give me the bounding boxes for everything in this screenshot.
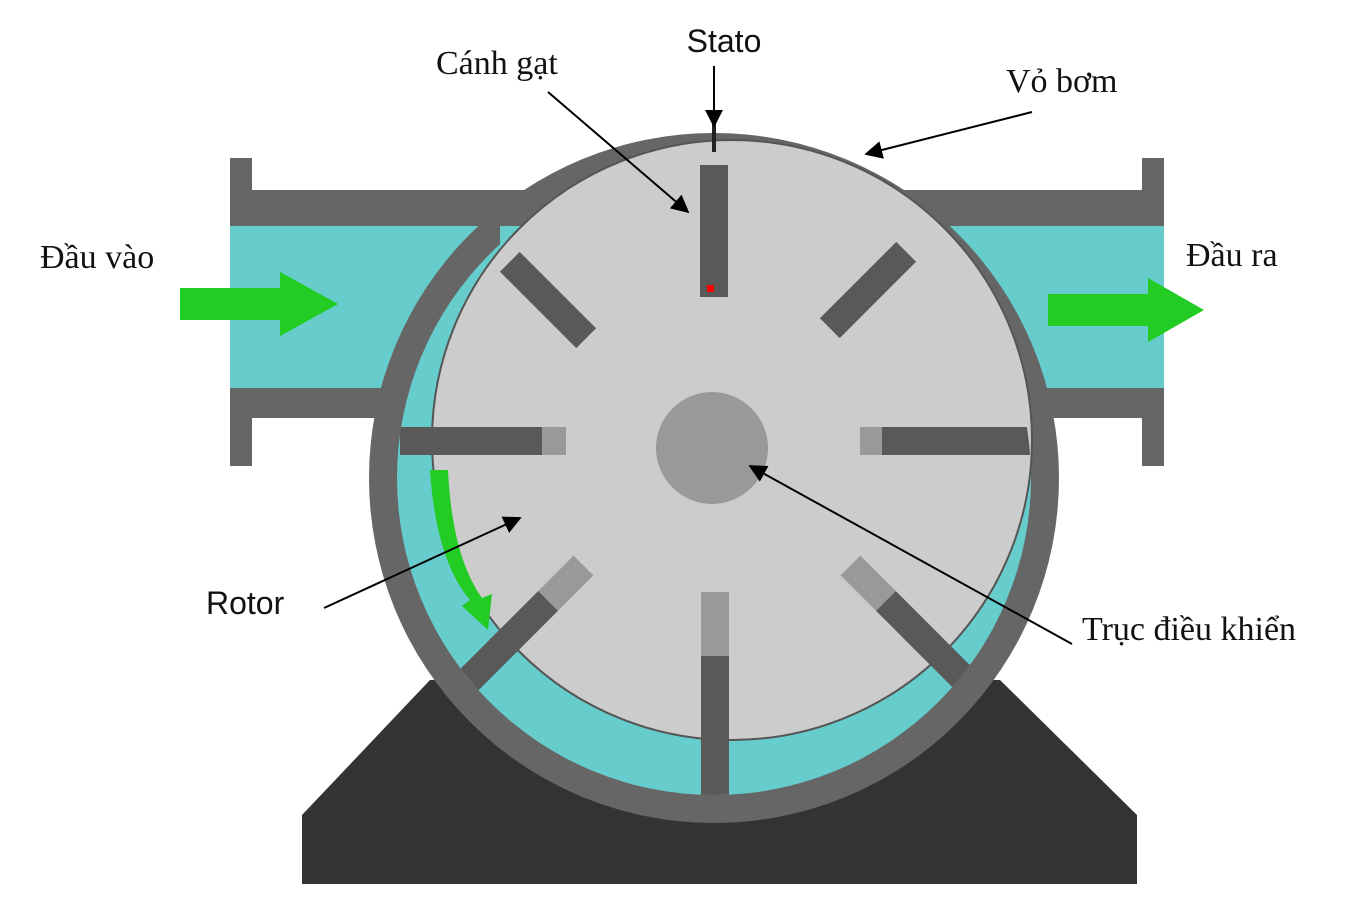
- vane-top-left: [499, 251, 597, 349]
- leader-canh-gat: [547, 91, 690, 214]
- vane-top-right: [819, 241, 917, 339]
- vane-left: [400, 427, 566, 455]
- outlet-flow-arrow: [1048, 278, 1204, 342]
- vane-bottom: [701, 592, 729, 795]
- label-canh-gat: Cánh gạt: [436, 45, 558, 82]
- rotation-arrow: [430, 470, 492, 630]
- label-vo-bom: Vỏ bơm: [1006, 63, 1117, 100]
- vane-top: [700, 165, 728, 297]
- label-stato: Stato: [687, 23, 762, 59]
- inlet-flow-arrow: [180, 272, 338, 336]
- label-truc-dieu-khien: Trục điều khiển: [1082, 611, 1296, 648]
- label-dau-vao: Đầu vào: [40, 239, 154, 276]
- marker-dot: [707, 285, 714, 292]
- leader-truc-dieu-khien: [748, 465, 1073, 645]
- vane-right: [860, 427, 1030, 455]
- drive-shaft: [656, 392, 768, 504]
- leader-vo-bom: [864, 111, 1033, 159]
- leader-rotor: [323, 516, 522, 609]
- label-dau-ra: Đầu ra: [1186, 237, 1278, 274]
- stator-pin: [712, 122, 716, 152]
- label-rotor: Rotor: [206, 585, 285, 621]
